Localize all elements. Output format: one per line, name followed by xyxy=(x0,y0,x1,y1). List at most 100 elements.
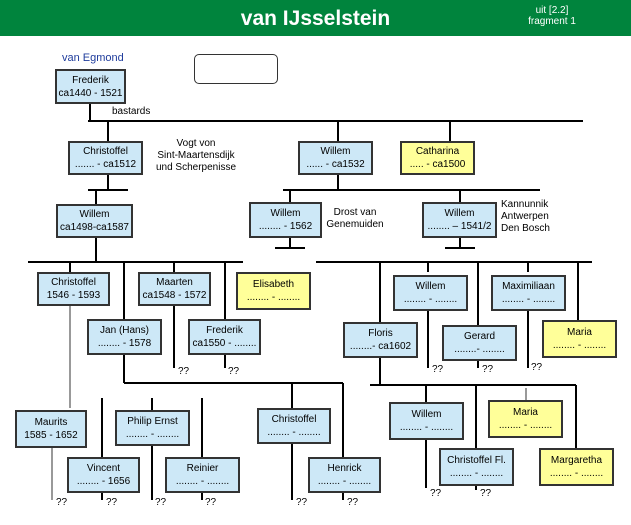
person-dates: ........ - ........ xyxy=(549,468,604,479)
unknown-marker: ?? xyxy=(430,488,442,499)
header-banner: van IJsselstein uit [2.2] fragment 1 xyxy=(0,0,631,36)
person-vincent: Vincent ........ - 1656 xyxy=(67,457,140,493)
person-willem: Willem ........ – 1541/2 xyxy=(422,202,497,238)
person-christoffel: Christoffel ........ - ........ xyxy=(257,408,331,444)
person-dates: ........ - ........ xyxy=(175,476,230,487)
person-dates: ca1550 - ........ xyxy=(192,338,257,349)
person-name: Catharina xyxy=(415,146,460,157)
person-dates: 1546 - 1593 xyxy=(46,290,101,301)
unknown-marker: ?? xyxy=(205,497,217,508)
person-dates: ....... - ca1512 xyxy=(74,159,137,170)
unknown-marker: ?? xyxy=(531,362,543,373)
person-elisabeth: Elisabeth........ - ........ xyxy=(236,272,311,310)
person-catharina: Catharina ..... - ca1500 xyxy=(400,141,475,175)
person-name: Christoffel xyxy=(271,414,317,425)
title-drost-van-genemuiden: Drost van Genemuiden xyxy=(326,207,384,230)
person-dates: ........ - ........ xyxy=(498,420,553,431)
person-dates: ........ - 1562 xyxy=(258,221,313,232)
person-dates: ........ - 1578 xyxy=(97,338,152,349)
person-maximiliaan: Maximiliaan ........ - ........ xyxy=(491,275,566,311)
person-name: Frederik xyxy=(72,74,109,86)
person-dates: ........ – 1541/2 xyxy=(427,221,492,232)
person-name: Reinier xyxy=(186,463,219,474)
person-willem: Willem ........ - 1562 xyxy=(249,202,322,238)
person-dates: ........ - ........ xyxy=(501,294,556,305)
person-willem: Willem ca1498-ca1587 xyxy=(56,204,133,238)
person-name: Willem xyxy=(320,146,351,157)
person-jan-hans: Jan (Hans) ........ - 1578 xyxy=(87,319,162,355)
person-philip-ernst: Philip Ernst ........ - ........ xyxy=(115,410,190,446)
page-title: van IJsselstein xyxy=(240,7,391,30)
house-label-van-egmond: van Egmond xyxy=(62,52,124,64)
person-dates: ........- ca1602 xyxy=(349,341,412,352)
unknown-marker: ?? xyxy=(56,497,68,508)
person-willem: Willem ........ - ........ xyxy=(393,275,468,311)
source-note: uit [2.2] fragment 1 xyxy=(522,5,582,27)
person-willem: Willem ...... - ca1532 xyxy=(298,141,373,175)
person-christoffel-fl: Christoffel Fl. ........ - ........ xyxy=(439,448,514,486)
person-name: Gerard xyxy=(463,331,496,342)
person-name: Maria xyxy=(512,407,538,418)
person-dates: 1585 - 1652 xyxy=(24,430,78,441)
unknown-marker: ?? xyxy=(432,364,444,375)
person-margaretha: Margaretha ........ - ........ xyxy=(539,448,614,486)
person-name: Willem xyxy=(444,208,475,219)
person-name: Henrick xyxy=(327,463,362,474)
bastards-label: bastards xyxy=(112,106,151,117)
person-name: Maria xyxy=(566,327,592,338)
person-name: Willem xyxy=(411,409,442,420)
unknown-marker: ?? xyxy=(347,497,359,508)
person-name: Christoffel xyxy=(83,146,128,157)
person-name: Maximiliaan xyxy=(502,281,555,292)
person-maarten: Maarten ca1548 - 1572 xyxy=(138,272,211,306)
person-name: Willem xyxy=(270,208,301,219)
person-dates: ........ - ........ xyxy=(317,476,372,487)
person-dates: ca1498-ca1587 xyxy=(60,222,129,233)
person-name: Jan (Hans) xyxy=(100,325,149,336)
person-gerard: Gerard ........- ........ xyxy=(442,325,517,361)
person-maria: Maria ........ - ........ xyxy=(542,320,617,358)
source-ref: uit [2.2] xyxy=(535,5,569,16)
person-name: Frederik xyxy=(206,325,243,336)
person-name: Christoffel Fl. xyxy=(447,455,506,466)
person-dates: ........ - ........ xyxy=(125,429,180,440)
empty-box xyxy=(194,54,278,84)
person-name: Willem xyxy=(79,209,110,220)
title-kannunnik: Kannunnik Antwerpen Den Bosch xyxy=(501,199,550,234)
person-dates: ........ - ........ xyxy=(552,340,607,351)
person-reinier: Reinier ........ - ........ xyxy=(165,457,240,493)
person-name: Elisabeth xyxy=(252,279,295,290)
person-name: Willem xyxy=(415,281,446,292)
person-henrick: Henrick ........ - ........ xyxy=(308,457,381,493)
person-dates: ........ - 1656 xyxy=(76,476,131,487)
person-floris: Floris ........- ca1602 xyxy=(343,322,418,358)
person-dates: ca1548 - 1572 xyxy=(142,290,207,301)
unknown-marker: ?? xyxy=(296,497,308,508)
person-name: Floris xyxy=(368,328,393,339)
fragment-label: fragment 1 xyxy=(528,16,576,27)
person-name: Philip Ernst xyxy=(127,416,178,427)
person-name: Margaretha xyxy=(550,455,603,466)
person-dates: ..... - ca1500 xyxy=(409,159,466,170)
person-name: Maarten xyxy=(156,277,193,288)
unknown-marker: ?? xyxy=(106,497,118,508)
person-dates: ...... - ca1532 xyxy=(306,159,365,170)
person-willem: Willem........ - ........ xyxy=(389,402,464,440)
unknown-marker: ?? xyxy=(228,366,240,377)
person-dates: ca1440 - 1521 xyxy=(58,87,123,99)
unknown-marker: ?? xyxy=(480,488,492,499)
person-dates: ........- ........ xyxy=(454,344,505,355)
person-dates: ........ - ........ xyxy=(403,294,458,305)
unknown-marker: ?? xyxy=(482,364,494,375)
person-dates: ........ - ........ xyxy=(267,427,321,438)
person-christoffel: Christoffel ....... - ca1512 xyxy=(68,141,143,175)
title-vogt-von: Vogt von Sint-Maartensdijk und Scherpeni… xyxy=(155,138,237,173)
person-dates: ........ - ........ xyxy=(449,468,504,479)
person-maria: Maria ........ - ........ xyxy=(488,400,563,438)
person-frederik: Frederik ca1550 - ........ xyxy=(188,319,261,355)
person-name: Vincent xyxy=(86,463,121,474)
